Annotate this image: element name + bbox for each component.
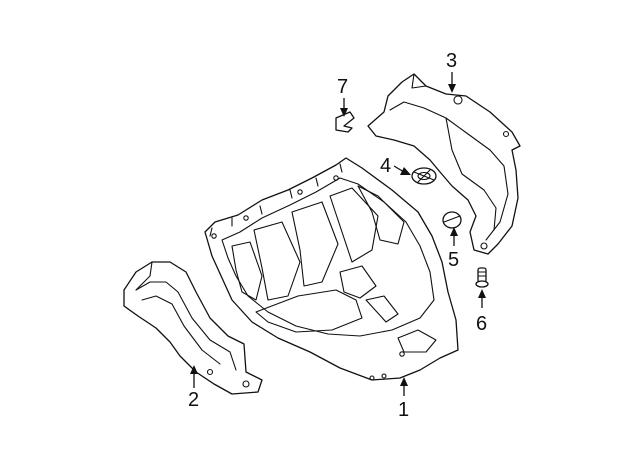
part-1-splash-shield[interactable] <box>204 157 459 381</box>
callout-label-7: 7 <box>337 76 348 98</box>
callout-label-2: 2 <box>188 389 199 411</box>
part-5-clip[interactable] <box>442 211 462 229</box>
part-4-grommet[interactable] <box>411 167 437 185</box>
part-6-bolt[interactable] <box>475 267 489 288</box>
callout-arrows <box>190 72 486 396</box>
callout-label-4: 4 <box>380 155 391 177</box>
callout-label-6: 6 <box>476 313 487 335</box>
part-3-right-shield[interactable] <box>367 73 521 255</box>
callout-label-1: 1 <box>398 399 409 421</box>
part-2-side-shield[interactable] <box>123 261 263 395</box>
callout-label-3: 3 <box>446 50 457 72</box>
part-7-clip[interactable] <box>335 111 355 133</box>
callout-label-5: 5 <box>448 249 459 271</box>
